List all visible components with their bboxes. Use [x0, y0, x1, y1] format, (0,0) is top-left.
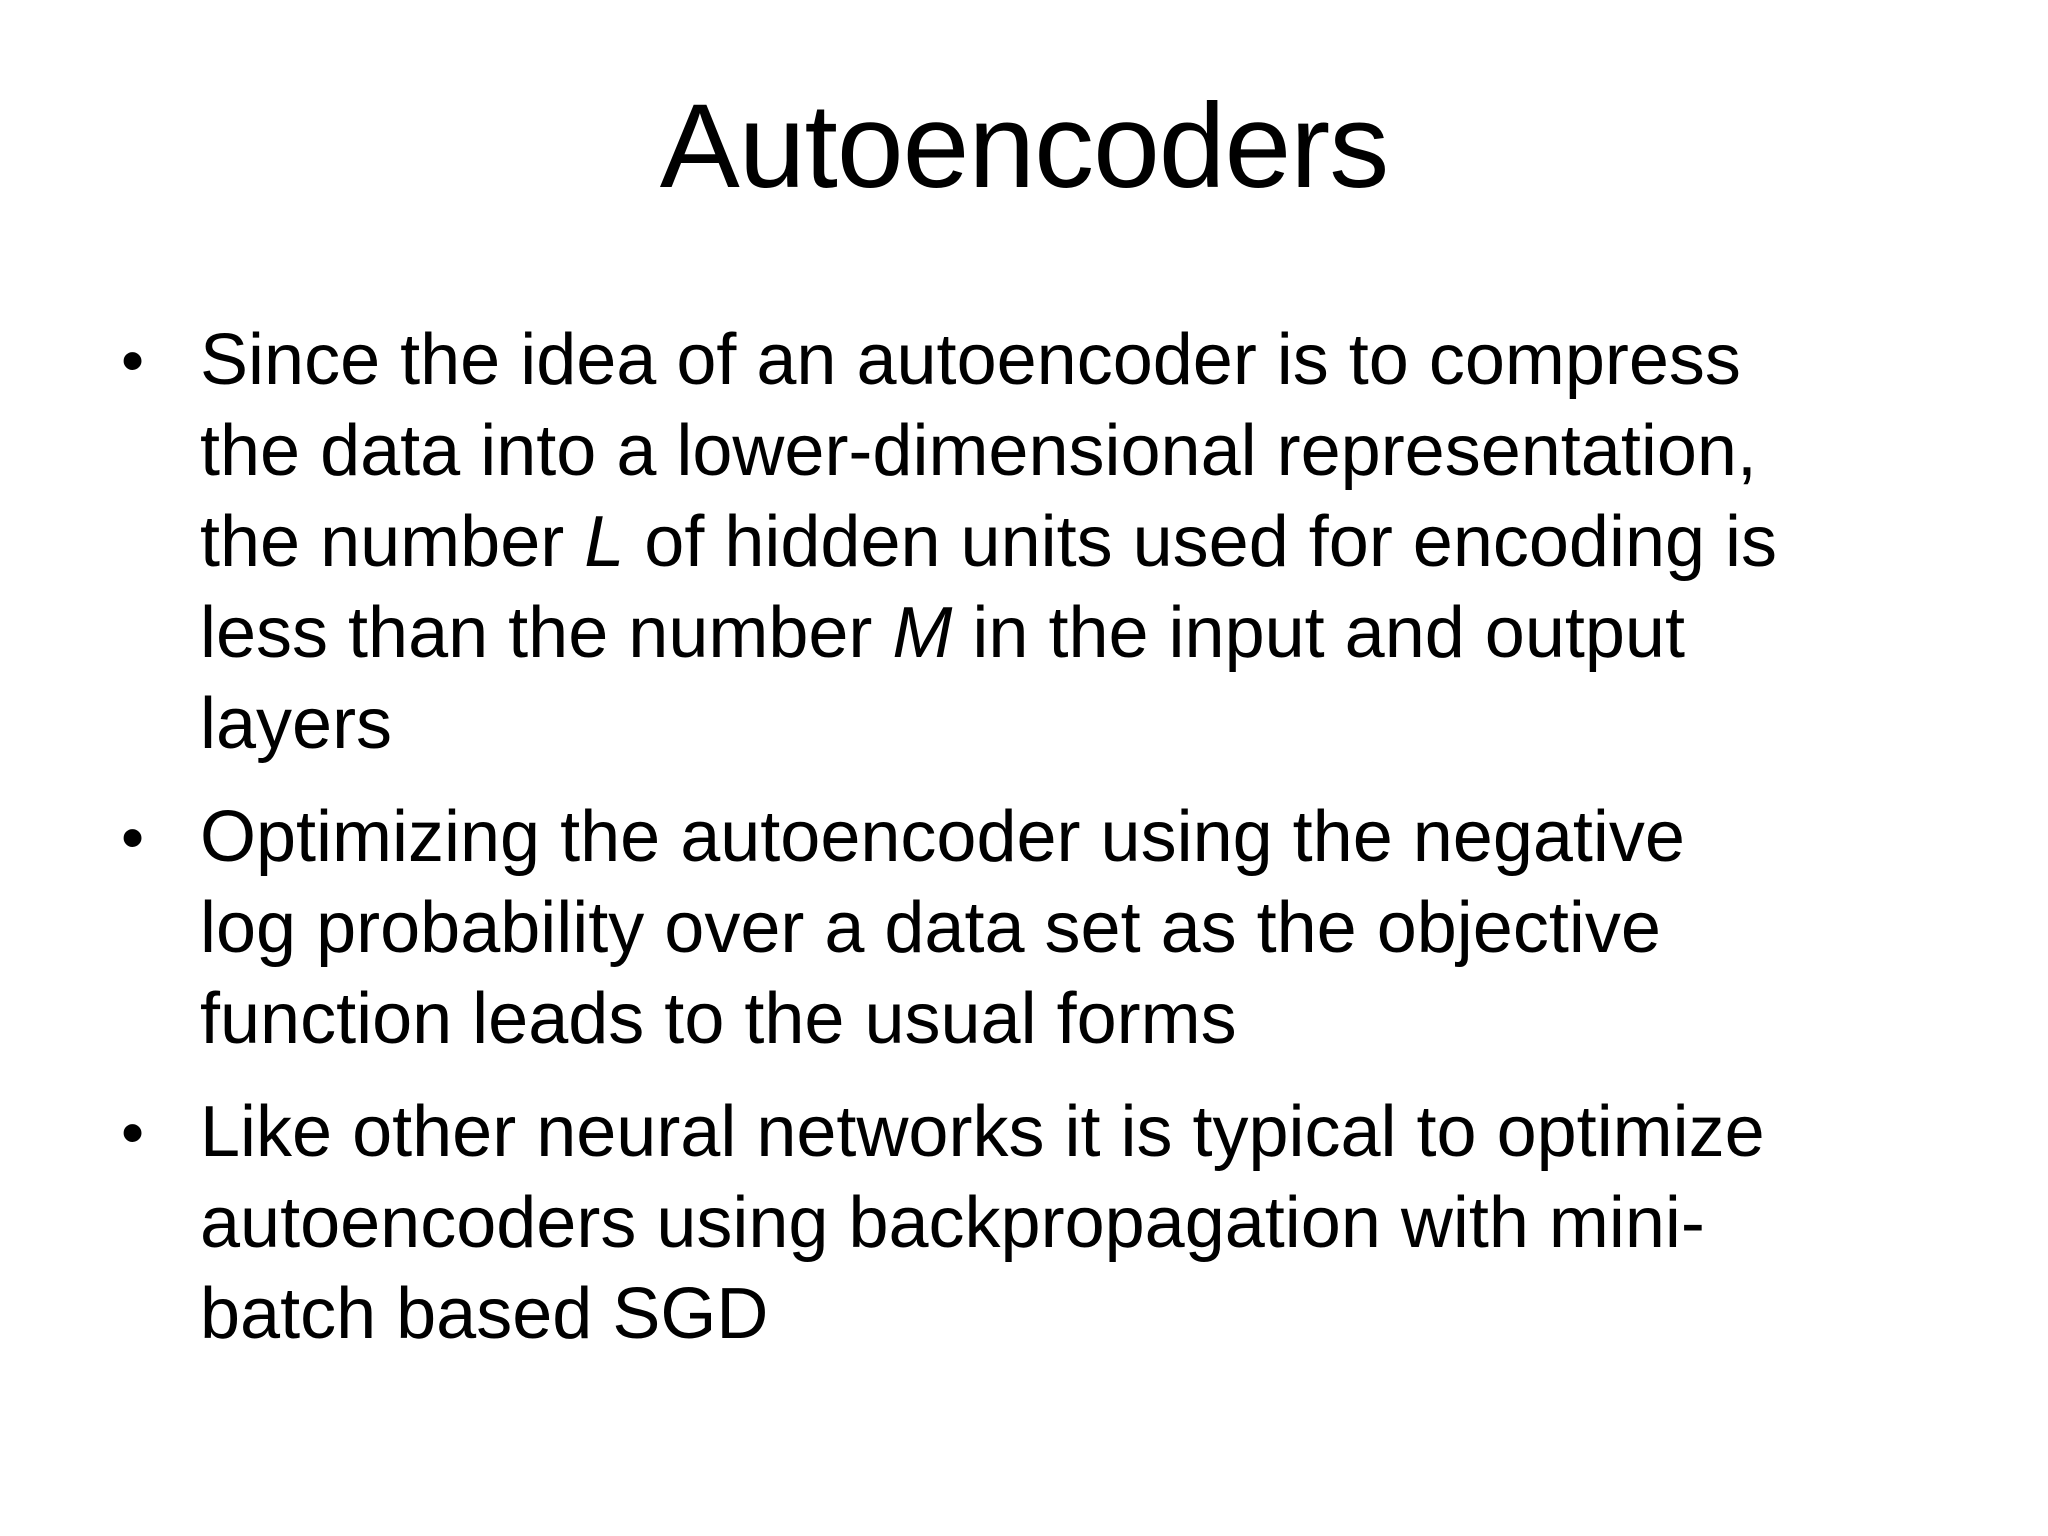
- bullet-text-segment: Since the idea of an autoencoder is to c…: [200, 320, 1741, 400]
- bullet-line: Since the idea of an autoencoder is to c…: [200, 315, 2048, 406]
- bullet-text-segment: log probability over a data set as the o…: [200, 888, 1661, 968]
- bullet-text-segment: in the input and output: [952, 593, 1685, 673]
- bullet-text-segment: Like other neural networks it is typical…: [200, 1092, 1765, 1172]
- bullet-list: • Since the idea of an autoencoder is to …: [95, 315, 2048, 1360]
- bullet-text-segment: M: [892, 593, 953, 673]
- bullet-text-segment: the data into a lower-dimensional repres…: [200, 411, 1757, 491]
- bullet-marker-icon: •: [121, 1095, 145, 1169]
- bullet-line: Optimizing the autoencoder using the neg…: [200, 792, 2048, 883]
- bullet-line: log probability over a data set as the o…: [200, 883, 2048, 974]
- bullet-text: Like other neural networks it is typical…: [200, 1087, 2048, 1360]
- bullet-text-segment: of hidden units used for encoding is: [624, 502, 1778, 582]
- bullet-text-segment: batch based SGD: [200, 1274, 769, 1354]
- bullet-text-segment: L: [584, 502, 625, 582]
- bullet-text: Since the idea of an autoencoder is to c…: [200, 315, 2048, 770]
- bullet-text: Optimizing the autoencoder using the neg…: [200, 792, 2048, 1065]
- bullet-text-segment: Optimizing the autoencoder using the neg…: [200, 797, 1685, 877]
- bullet-text-segment: less than the number: [200, 593, 893, 673]
- bullet-line: layers: [200, 679, 2048, 770]
- bullet-line: Like other neural networks it is typical…: [200, 1087, 2048, 1178]
- bullet-line: batch based SGD: [200, 1269, 2048, 1360]
- bullet-line: function leads to the usual forms: [200, 974, 2048, 1065]
- bullet-line: less than the number M in the input and …: [200, 588, 2048, 679]
- bullet-line: the number L of hidden units used for en…: [200, 497, 2048, 588]
- bullet-marker-icon: •: [121, 800, 145, 874]
- bullet-line: autoencoders using backpropagation with …: [200, 1178, 2048, 1269]
- bullet-text-segment: function leads to the usual forms: [200, 979, 1237, 1059]
- bullet-item: • Since the idea of an autoencoder is to …: [95, 315, 2048, 770]
- bullet-marker-icon: •: [121, 323, 145, 397]
- bullet-text-segment: autoencoders using backpropagation with …: [200, 1183, 1705, 1263]
- bullet-text-segment: the number: [200, 502, 585, 582]
- bullet-text-segment: layers: [200, 684, 393, 764]
- bullet-line: the data into a lower-dimensional repres…: [200, 406, 2048, 497]
- bullet-item: • Optimizing the autoencoder using the ne…: [95, 792, 2048, 1065]
- bullet-item: • Like other neural networks it is typica…: [95, 1087, 2048, 1360]
- page-title: Autoencoders: [659, 79, 1390, 213]
